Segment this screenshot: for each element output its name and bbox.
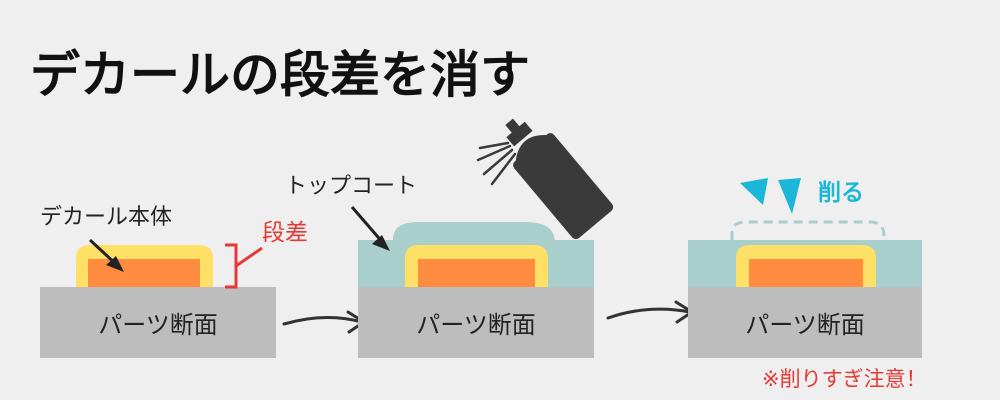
topcoat-label: トップコート <box>285 174 417 199</box>
step-bracket <box>225 243 263 289</box>
part-label: パーツ断面 <box>416 311 536 339</box>
sanding-marks-icon <box>740 178 801 214</box>
warning-note: ※削りすぎ注意！ <box>762 367 927 391</box>
arrow-icon <box>350 206 390 251</box>
sand-label: 削る <box>818 180 864 206</box>
part-cross-section <box>358 287 594 358</box>
decal-core <box>749 259 863 287</box>
panel-sanded: パーツ断面 削る ※削りすぎ注意！ <box>688 178 927 391</box>
panel-topcoat: パーツ断面 トップコート <box>285 174 594 358</box>
decal-core <box>88 259 200 287</box>
panel-before: パーツ断面 デカール本体 段差 <box>40 205 308 358</box>
decal-label: デカール本体 <box>40 205 172 230</box>
diagram-title: デカールの段差を消す <box>30 46 530 104</box>
arrow-right-icon <box>606 300 694 324</box>
part-cross-section <box>40 287 276 358</box>
removed-topcoat-outline <box>730 220 886 240</box>
spray-can-icon <box>476 118 614 240</box>
part-label: パーツ断面 <box>745 311 865 339</box>
part-cross-section <box>688 287 922 358</box>
part-label: パーツ断面 <box>98 311 218 339</box>
arrow-right-icon <box>282 310 366 334</box>
decal-core <box>418 259 535 287</box>
arrow-icon <box>88 238 124 272</box>
step-label: 段差 <box>262 220 308 246</box>
